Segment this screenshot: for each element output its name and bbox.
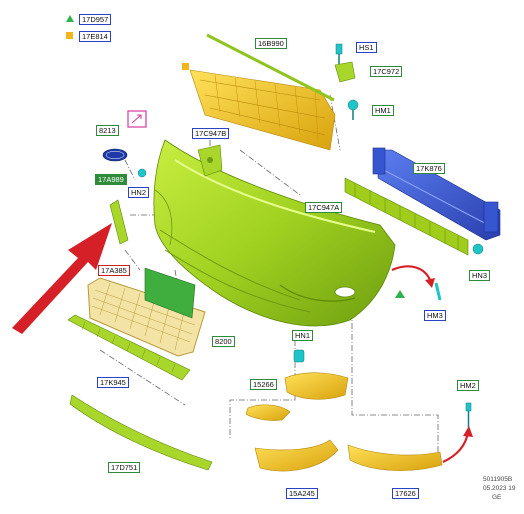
- clip-HM3: [434, 282, 442, 301]
- legend-label-17D957: 17D957: [79, 14, 112, 25]
- marker-triangle-icon: [395, 290, 405, 298]
- lower-spoiler-17D751: [69, 394, 213, 471]
- clip-HM2: [465, 402, 472, 428]
- clip-HS1: [335, 43, 343, 64]
- absorber-17C947A: [344, 177, 469, 256]
- upper-absorber-16B990: [189, 33, 336, 151]
- legend-label-17E814: 17E814: [79, 31, 111, 42]
- clip-HM1: [347, 99, 359, 120]
- callout-HM2: HM2: [457, 380, 479, 391]
- ford-emblem-8213: [102, 148, 128, 162]
- footer-region: GE: [492, 494, 502, 501]
- callout-15A245: 15A245: [286, 488, 318, 499]
- reference-symbol: [127, 110, 147, 128]
- red-arrow-icon: [12, 223, 112, 334]
- callout-HS1: HS1: [356, 42, 377, 53]
- legend-triangle-icon: [66, 15, 74, 22]
- bracket-17C947B: [197, 144, 223, 177]
- clip-HN3: [472, 243, 484, 255]
- callout-HN1: HN1: [292, 330, 314, 341]
- curved-arrow-right-icon: [391, 265, 435, 288]
- footer-code: 5011905B: [483, 476, 513, 483]
- clip-HN2: [137, 168, 147, 178]
- callout-8213: 8213: [96, 125, 119, 136]
- callout-17A989: 17A989: [95, 174, 127, 185]
- callout-17K945: 17K945: [97, 377, 129, 388]
- trim-17626: [347, 444, 443, 471]
- fog-bezel-15266: [245, 372, 349, 421]
- grille-8200: [87, 277, 206, 357]
- clip-HN1: [293, 349, 305, 363]
- callout-17C947B: 17C947B: [192, 128, 230, 139]
- callout-17C972: 17C972: [370, 66, 403, 77]
- callout-17D751: 17D751: [108, 462, 141, 473]
- marker-square-icon: [182, 63, 189, 70]
- legend-square-icon: [66, 32, 73, 39]
- callout-17C947A: 17C947A: [305, 202, 343, 213]
- deflector-17A989: [109, 199, 129, 245]
- callout-HM3: HM3: [424, 310, 446, 321]
- bumper-beam-17K876: [372, 147, 501, 241]
- front-bumper-cover: [153, 139, 396, 327]
- callout-17626: 17626: [392, 488, 419, 499]
- callout-8200: 8200: [212, 336, 235, 347]
- callout-15266: 15266: [250, 379, 277, 390]
- plate-bracket-17A385: [144, 267, 196, 319]
- bracket-17C972: [334, 61, 356, 83]
- curved-arrow-up-icon: [442, 426, 473, 463]
- footer-date: 05.2023 19: [483, 485, 516, 492]
- callout-16B990: 16B990: [255, 38, 287, 49]
- callout-HM1: HM1: [372, 105, 394, 116]
- trim-15A245: [254, 439, 339, 472]
- callout-HN2: HN2: [128, 187, 150, 198]
- lower-grille-17K945: [67, 314, 191, 381]
- callout-HN3: HN3: [469, 270, 491, 281]
- callout-17A385: 17A385: [98, 265, 130, 276]
- callout-17K876: 17K876: [413, 163, 445, 174]
